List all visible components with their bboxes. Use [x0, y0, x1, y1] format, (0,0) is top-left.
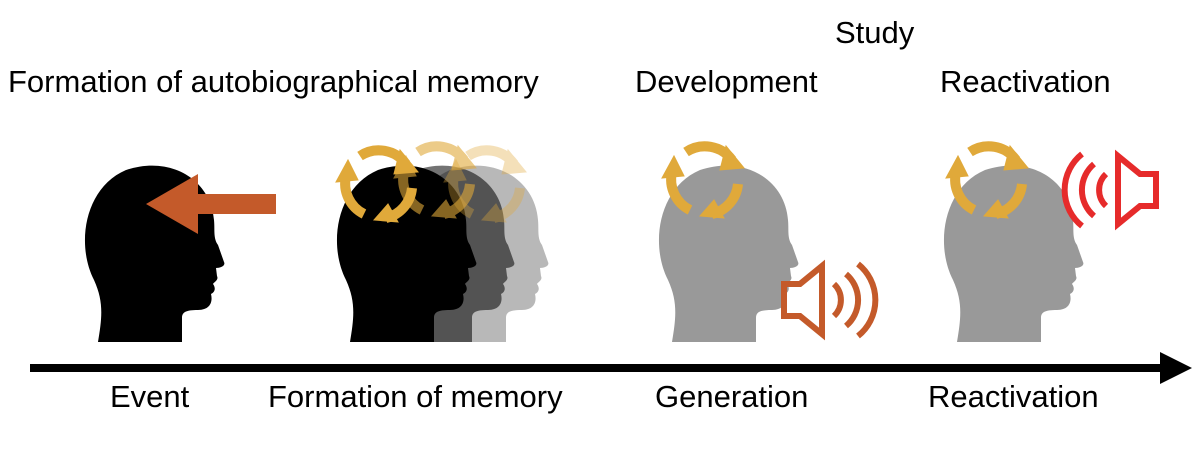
label-formation-memory: Formation of memory: [268, 379, 563, 414]
label-study: Study: [835, 15, 915, 50]
label-event: Event: [110, 379, 190, 414]
speaker-icon: [781, 259, 879, 341]
timeline-arrow: [30, 352, 1192, 384]
arrow-left-icon: [146, 174, 276, 234]
event-head-group: [84, 165, 276, 342]
head-silhouette-icon: [658, 165, 799, 342]
speaker-icon: [1061, 149, 1159, 231]
label-formation-autobiographical: Formation of autobiographical memory: [8, 64, 539, 99]
label-reactivation-bottom: Reactivation: [928, 379, 1099, 414]
label-generation: Generation: [655, 379, 808, 414]
generation-head-group: [658, 146, 879, 342]
label-reactivation-top: Reactivation: [940, 64, 1111, 99]
reactivation-head-group: [944, 146, 1159, 342]
formation-heads-group: [336, 146, 549, 342]
label-development: Development: [635, 64, 818, 99]
head-silhouette-icon: [84, 165, 225, 342]
